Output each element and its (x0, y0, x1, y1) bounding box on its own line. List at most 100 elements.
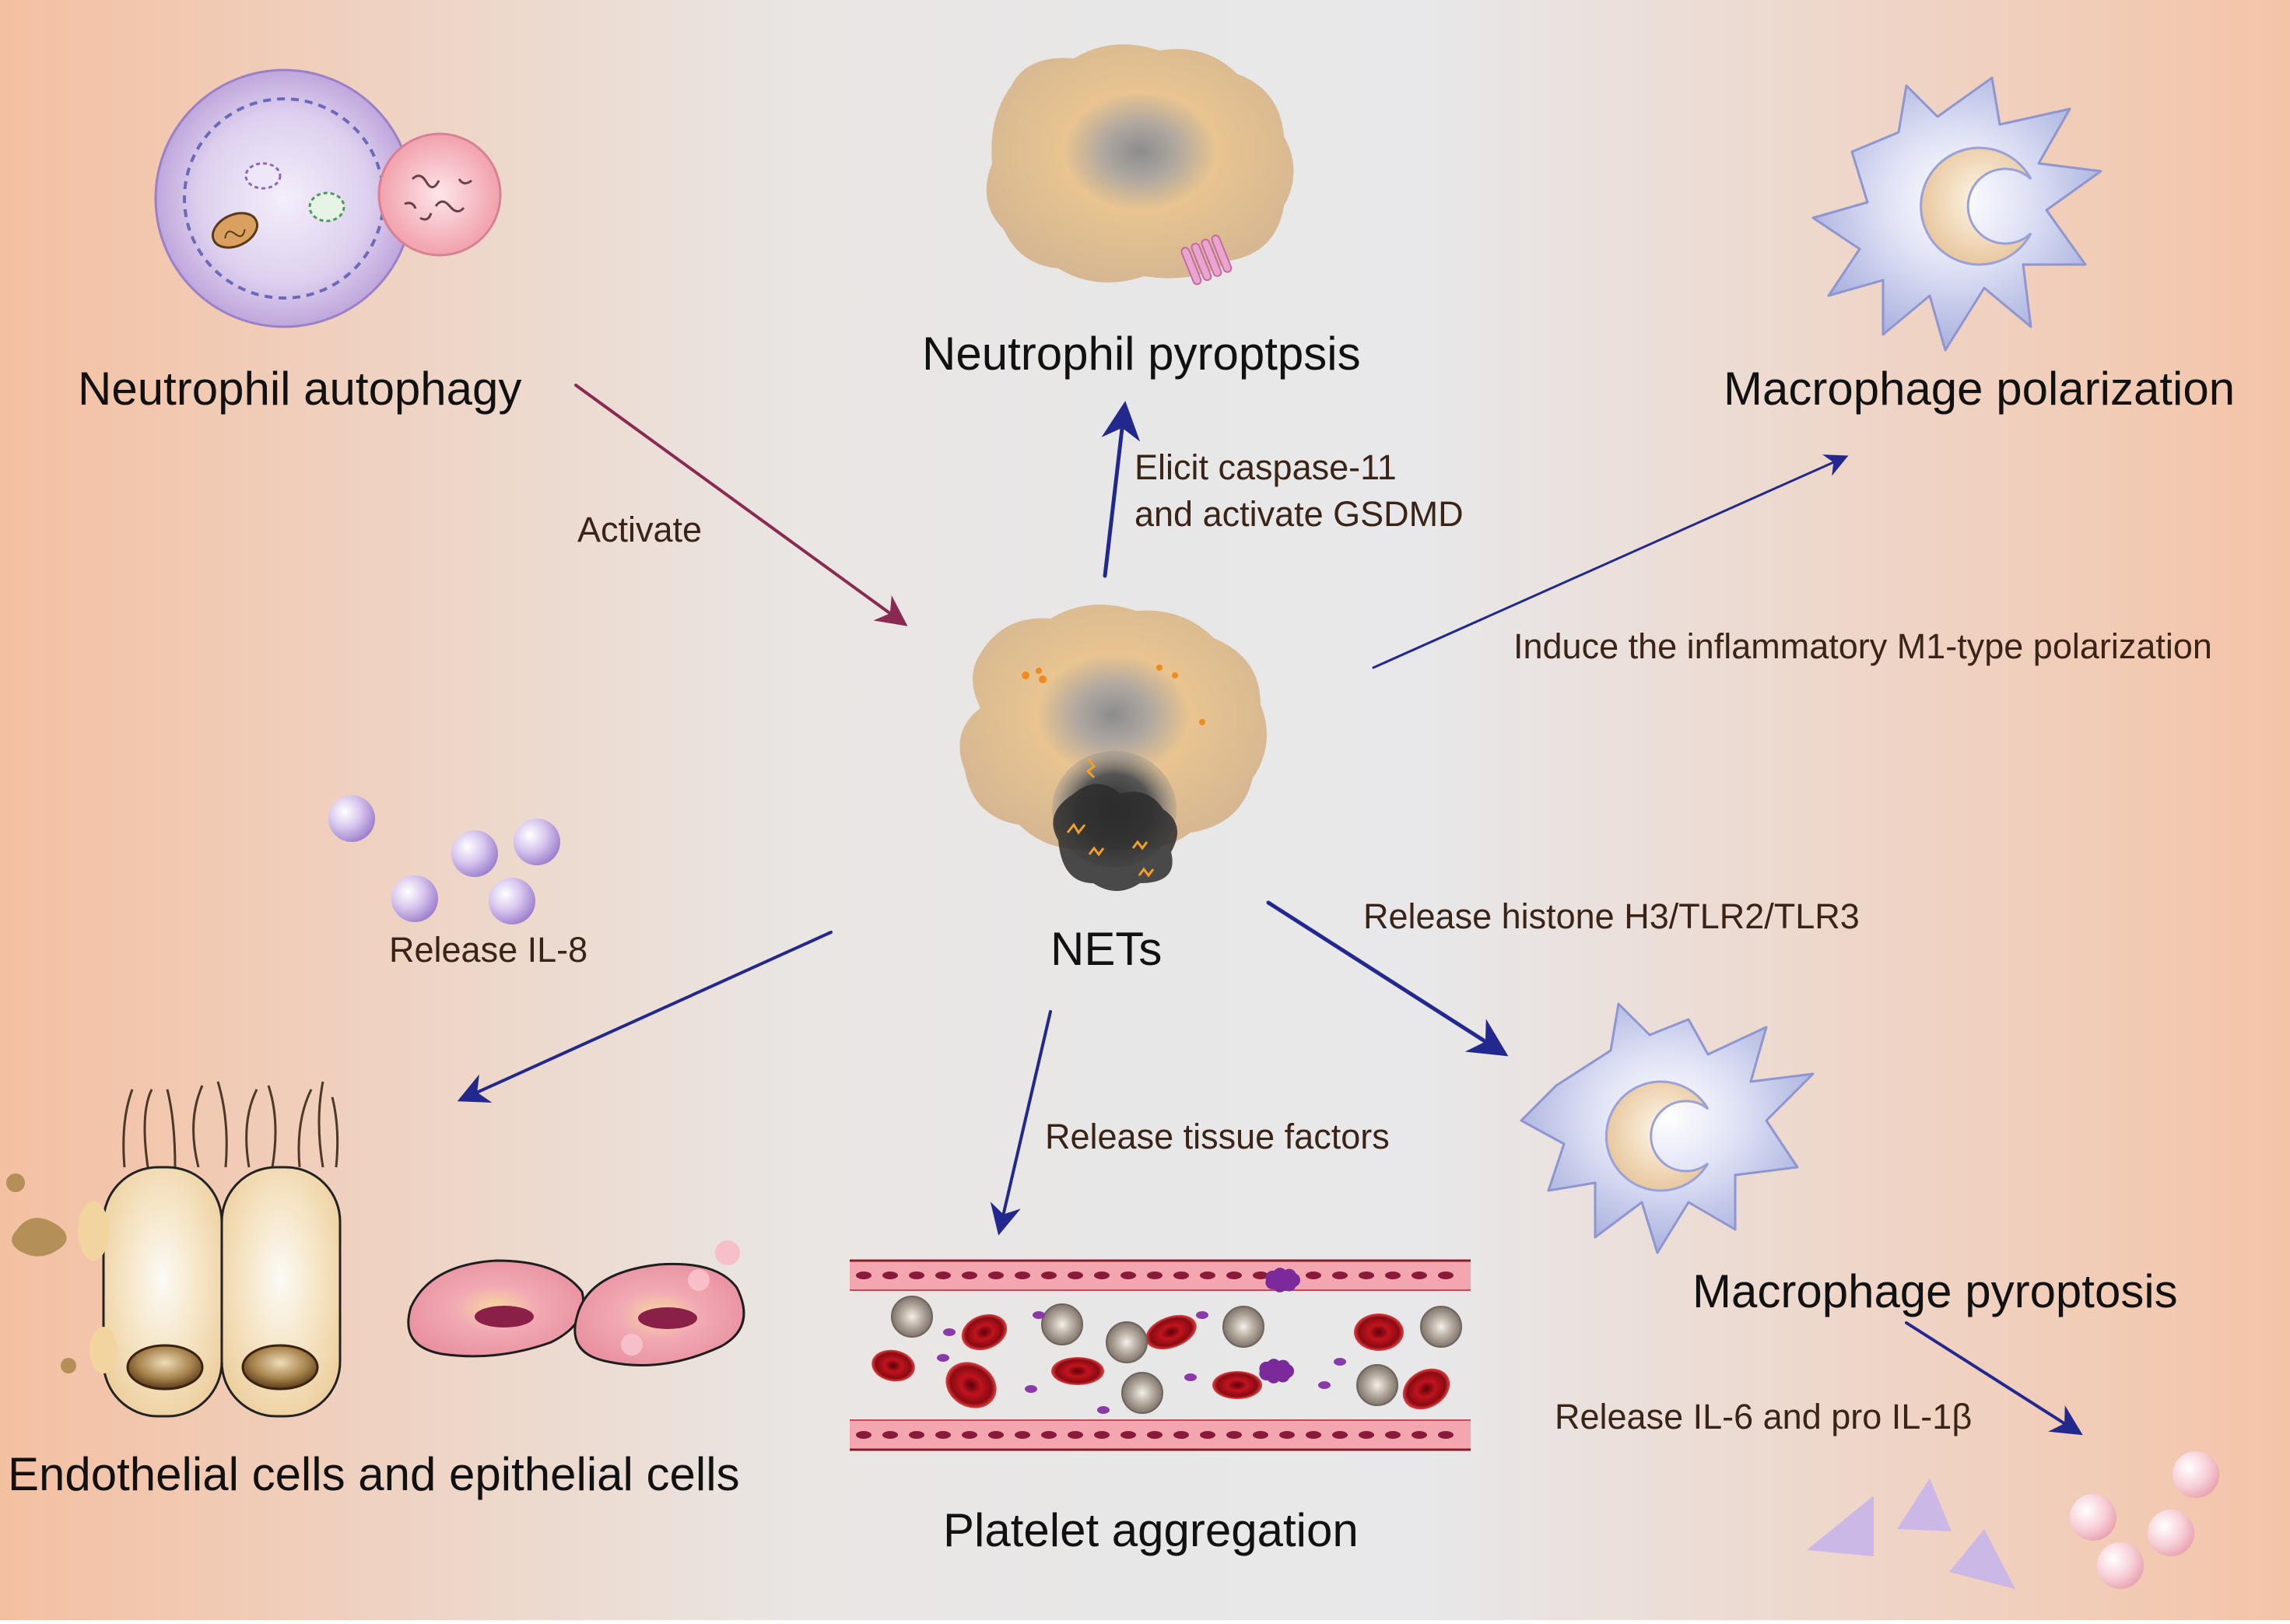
vessel-wall-nucleus (1332, 1271, 1348, 1279)
activate-label: Activate (577, 510, 703, 549)
vessel-wall-nucleus (1094, 1271, 1110, 1279)
vessel-wall-nucleus (935, 1271, 951, 1279)
vessel-wall-nucleus (882, 1271, 898, 1279)
vessel-wall-nucleus (1120, 1271, 1136, 1279)
nets-icon (959, 605, 1267, 891)
histone-label: Release histone H3/TLR2/TLR3 (1363, 896, 1860, 936)
vessel-wall-nucleus (1173, 1431, 1189, 1439)
vessel-wall-nucleus (1359, 1431, 1374, 1439)
vessel-wall-nucleus (1173, 1271, 1189, 1279)
platelet-cell (1106, 1321, 1148, 1363)
il6-label: Release IL-6 and pro IL-1β (1555, 1397, 1973, 1436)
platelet-cell (1121, 1372, 1163, 1414)
platelet-aggregation-label: Platelet aggregation (943, 1504, 1359, 1556)
nets-label: NETs (1050, 923, 1163, 975)
vessel-wall-nucleus (1041, 1271, 1057, 1279)
platelet-aggregate (1282, 1268, 1296, 1283)
vessel-wall-nucleus (1041, 1431, 1057, 1439)
vessel-wall-nucleus (962, 1271, 977, 1279)
vessel-wall-nucleus (1253, 1431, 1268, 1439)
arrow-tissue-factors (990, 1010, 1052, 1236)
vessel-wall-nucleus (1306, 1271, 1321, 1279)
endothelial-epithelial-label: Endothelial cells and epithelial cells (8, 1448, 740, 1500)
red-blood-cell (1051, 1357, 1104, 1385)
endothelial-cells-icon (6, 1081, 342, 1418)
vessel-wall-nucleus (1200, 1431, 1215, 1439)
arrow-polarization (1372, 454, 1849, 669)
red-blood-cell (1354, 1314, 1404, 1351)
platelet-fragment (1033, 1311, 1045, 1319)
platelet-cell (1356, 1364, 1398, 1406)
platelet-fragment (1097, 1406, 1110, 1414)
platelet-fragment (1196, 1311, 1208, 1319)
epithelial-cells-icon (407, 1240, 745, 1366)
red-blood-cell (1402, 1368, 1450, 1410)
arrow-pyroptosis (1101, 401, 1141, 578)
arrow-histone (1266, 900, 1509, 1057)
vessel-wall-nucleus (1226, 1431, 1242, 1439)
il8-particles-icon (328, 795, 560, 924)
red-blood-cell (1212, 1371, 1262, 1399)
vessel-wall-nucleus (988, 1431, 1004, 1439)
vessel-wall-nucleus (1438, 1431, 1454, 1439)
arrow-il6 (1905, 1321, 2083, 1436)
vessel-cells-icon (871, 1268, 1462, 1414)
platelet-cell (1222, 1306, 1264, 1348)
platelet-cell (1041, 1303, 1083, 1345)
vessel-wall-nucleus (1332, 1431, 1348, 1439)
vessel-wall-nucleus (856, 1431, 871, 1439)
vessel-wall-nucleus (1200, 1271, 1215, 1279)
vessel-wall-nucleus (1015, 1431, 1030, 1439)
vessel-wall-nucleus (1412, 1431, 1427, 1439)
platelet-fragment (1334, 1358, 1346, 1366)
vessel-wall-nucleus (882, 1431, 898, 1439)
vessel-wall-nucleus (1068, 1271, 1083, 1279)
red-blood-cell (945, 1362, 997, 1408)
platelet-fragment (943, 1328, 956, 1336)
vessel-wall-nucleus (909, 1271, 924, 1279)
macrophage-pyroptosis-icon (1520, 1002, 1815, 1254)
arrow-activate (574, 384, 908, 626)
platelet-cell (1420, 1306, 1462, 1348)
tissue-factors-label: Release tissue factors (1045, 1117, 1390, 1156)
caspase-label-line1: Elicit caspase-11 (1134, 447, 1397, 487)
macrophage-polarization-icon (1811, 76, 2102, 352)
vessel-wall-nucleus (909, 1431, 924, 1439)
vessel-wall-nucleus (1226, 1271, 1242, 1279)
platelet-fragment (1184, 1373, 1197, 1381)
release-il8-label: Release IL-8 (389, 930, 588, 970)
neutrophil-pyroptosis-label: Neutrophil pyroptpsis (922, 328, 1361, 380)
red-blood-cell (1145, 1314, 1197, 1350)
neutrophil-pyroptosis-icon (986, 44, 1294, 286)
vessel-wall-nucleus (1385, 1271, 1401, 1279)
vessel-wall-nucleus (1306, 1431, 1321, 1439)
vessel-wall-nucleus (1385, 1431, 1401, 1439)
platelet-aggregate (1275, 1359, 1290, 1374)
blood-vessel-icon (850, 1259, 1471, 1451)
vessel-wall-nucleus (1120, 1431, 1136, 1439)
vessel-wall-nucleus (1412, 1271, 1427, 1279)
vessel-wall-nucleus (1068, 1431, 1083, 1439)
m1-polarization-label: Induce the inflammatory M1-type polariza… (1513, 626, 2212, 666)
caspase-label-line2: and activate GSDMD (1134, 494, 1464, 534)
neutrophil-autophagy-icon (154, 68, 502, 328)
macrophage-polarization-label: Macrophage polarization (1724, 363, 2236, 415)
cytokine-particles-icon (1807, 1451, 2219, 1589)
vessel-wall-nucleus (1253, 1271, 1268, 1279)
vessel-wall-nucleus (1279, 1431, 1295, 1439)
vessel-wall-nucleus (962, 1431, 977, 1439)
vessel-wall-nucleus (935, 1431, 951, 1439)
vessel-wall-nucleus (1438, 1271, 1454, 1279)
platelet-fragment (1025, 1385, 1037, 1393)
arrow-il8 (457, 931, 833, 1103)
macrophage-pyroptosis-label: Macrophage pyroptosis (1692, 1265, 2178, 1317)
arrows (457, 384, 2083, 1436)
red-blood-cell (961, 1314, 1008, 1351)
vessel-wall-nucleus (1015, 1271, 1030, 1279)
vessel-wall-nucleus (1147, 1271, 1163, 1279)
vessel-wall-nucleus (856, 1271, 871, 1279)
platelet-cell (891, 1296, 933, 1338)
red-blood-cell (871, 1349, 915, 1382)
